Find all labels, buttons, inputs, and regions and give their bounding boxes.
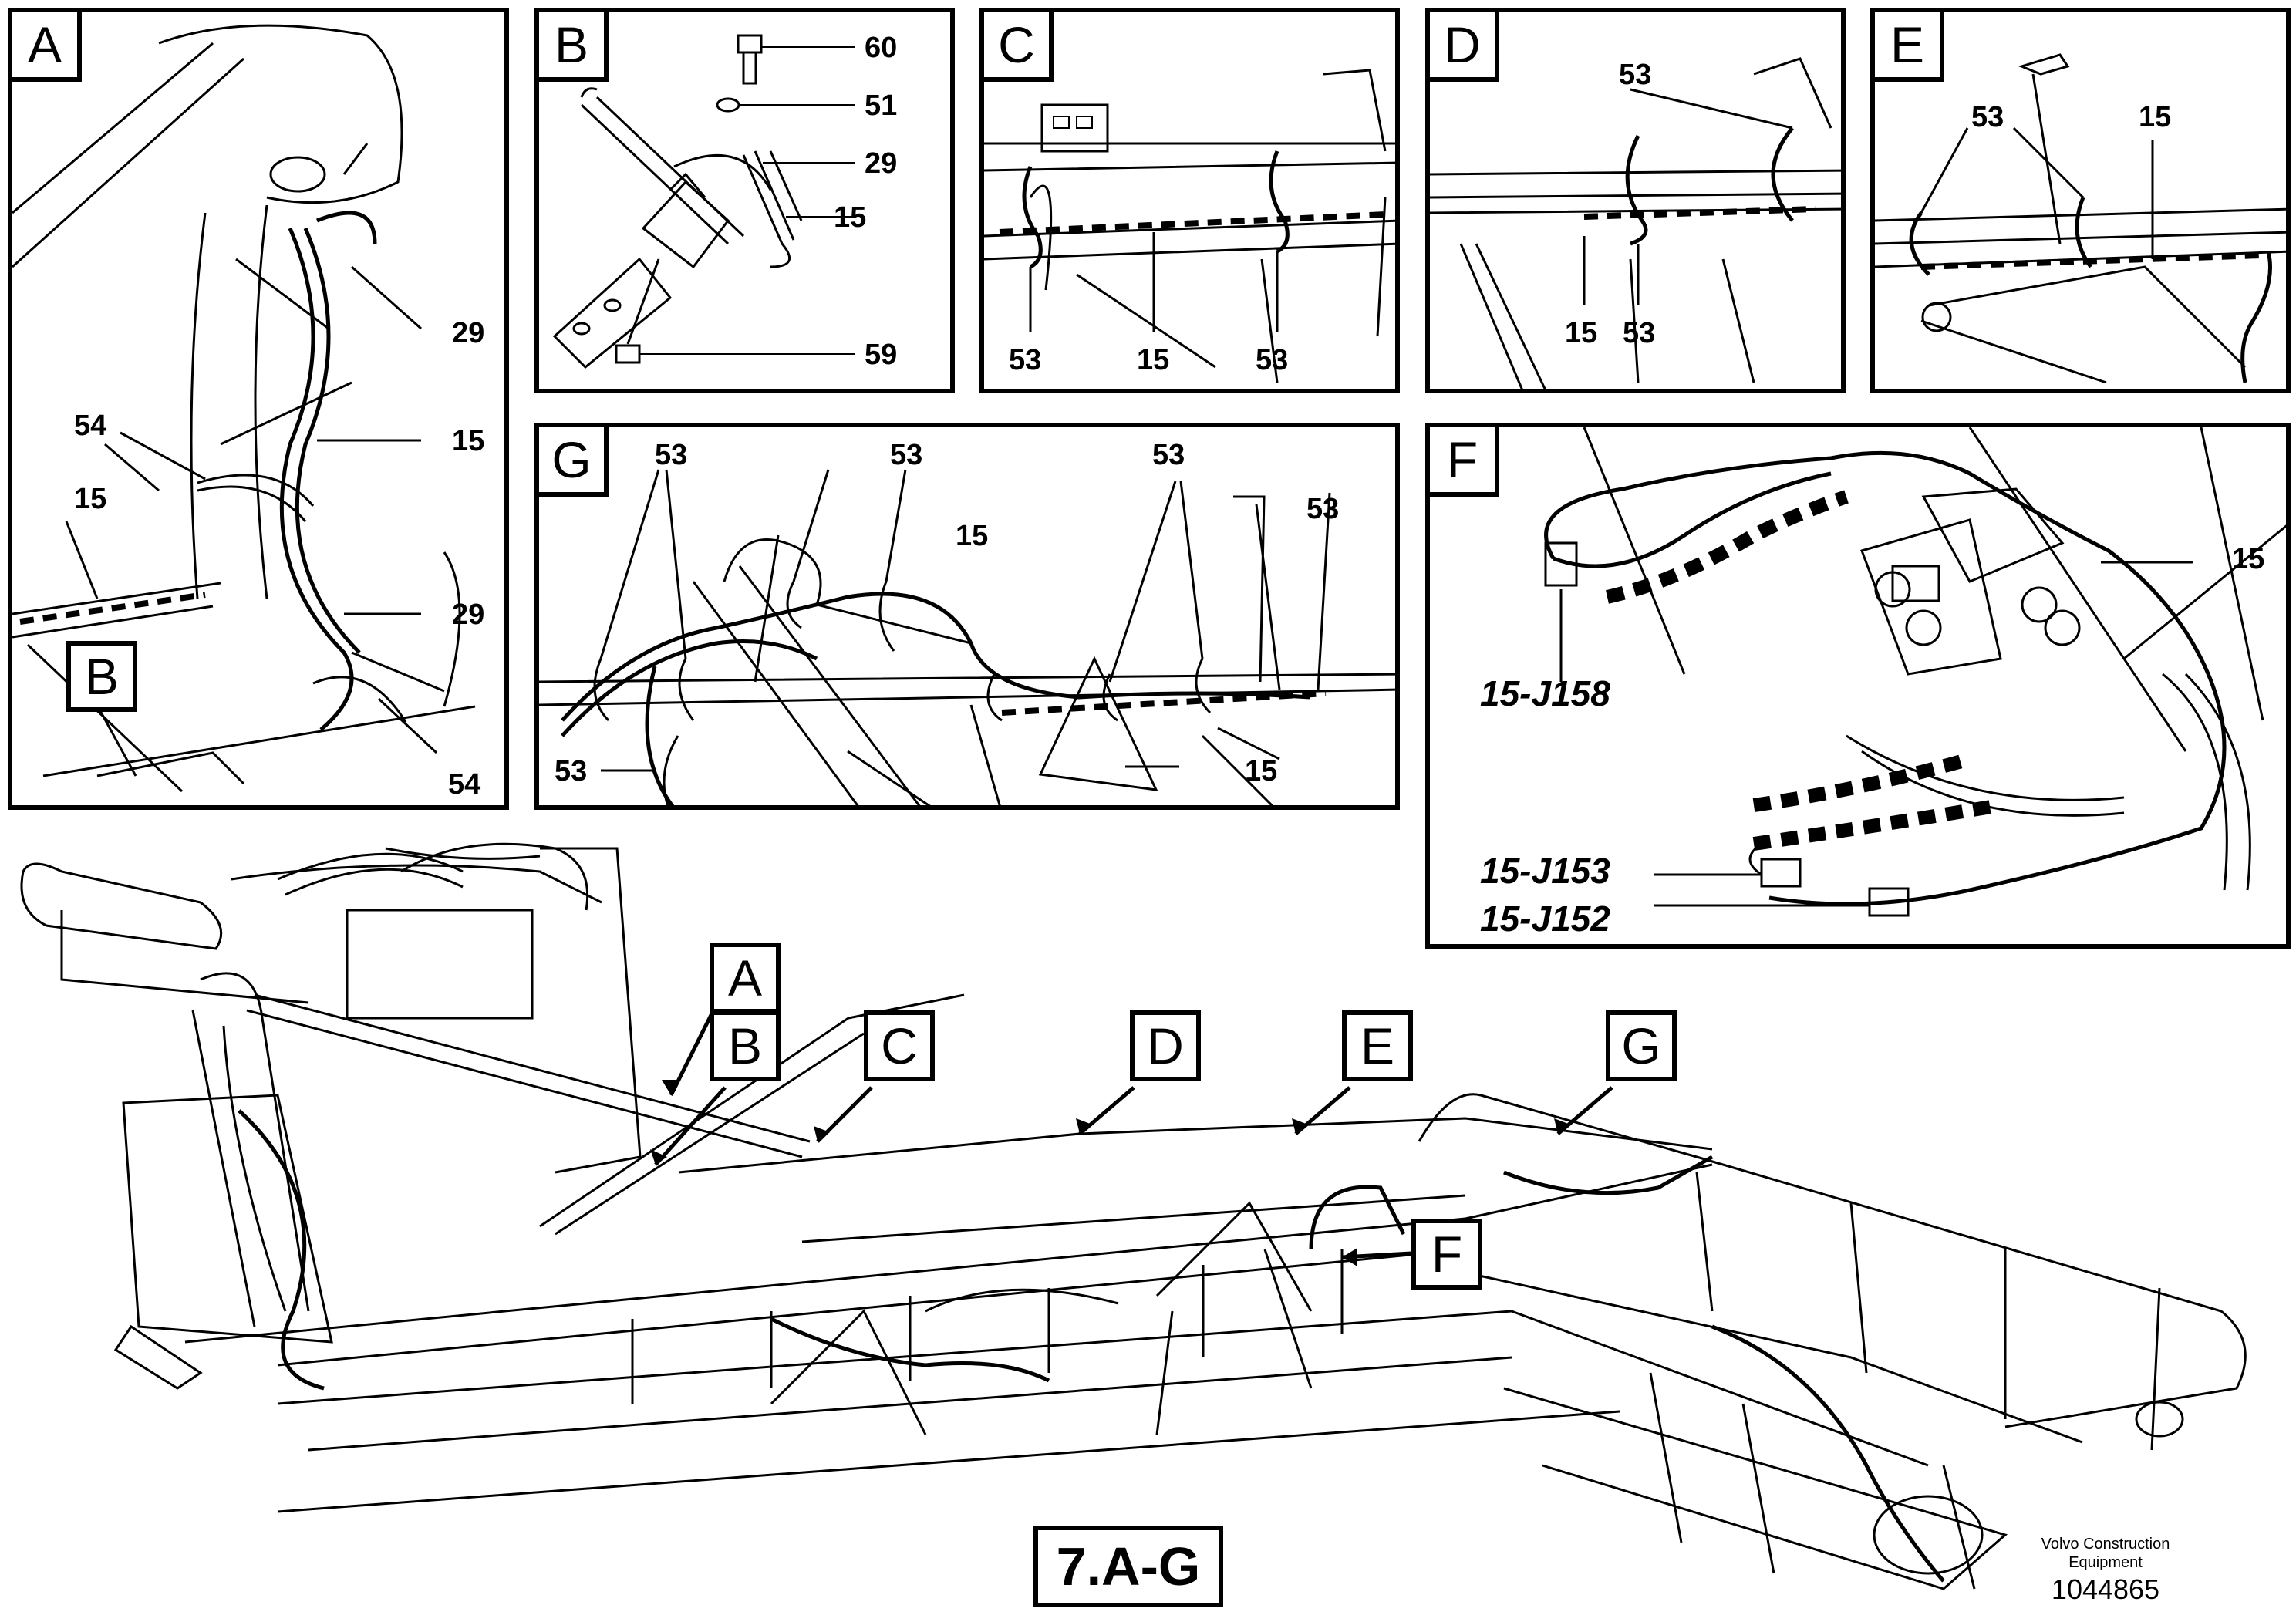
part-label-60: 60 (865, 32, 898, 64)
document-number: 1044865 (2051, 1573, 2160, 1605)
panel-tag-a: A (12, 12, 82, 82)
panel-tag-b: B (539, 12, 609, 82)
part-label-51: 51 (865, 89, 898, 122)
part-label-15: 15 (956, 520, 989, 552)
part-label-53: 53 (1009, 344, 1042, 376)
detail-panel-g: G 53 53 15 53 53 53 15 (534, 423, 1400, 810)
part-label-15: 15 (74, 483, 107, 515)
panel-c-drawing (984, 69, 1395, 383)
panel-tag-g: G (539, 427, 609, 497)
connector-label-j152: 15-J152 (1480, 899, 1610, 939)
panel-e-drawing (1875, 53, 2286, 384)
part-label-53: 53 (1152, 439, 1185, 471)
part-label-15: 15 (452, 425, 485, 457)
panel-tag-c: C (984, 12, 1054, 82)
part-label-59: 59 (865, 339, 898, 371)
detail-panel-a: A 29 15 54 15 29 54 B (8, 8, 509, 810)
part-label-29: 29 (865, 147, 898, 180)
main-callout-e: E (1342, 1010, 1413, 1081)
panel-tag-e: E (1875, 12, 1944, 82)
part-label-15: 15 (1245, 755, 1278, 787)
main-callout-a: A (710, 943, 781, 1013)
manufacturer-text: Volvo Construction Equipment (2028, 1535, 2183, 1572)
main-callout-f: F (1411, 1219, 1482, 1290)
part-label-53: 53 (1256, 344, 1289, 376)
main-callout-c: C (864, 1010, 935, 1081)
panel-d-drawing (1430, 57, 1841, 389)
manufacturer-line-1: Volvo Construction (2041, 1536, 2170, 1553)
figure-id-box: 7.A-G (1033, 1526, 1223, 1607)
manufacturer-line-2: Equipment (2068, 1554, 2143, 1571)
connector-label-j158: 15-J158 (1480, 673, 1610, 713)
detail-panel-f: F 15 15-J158 15-J153 15-J152 (1425, 423, 2291, 949)
part-label-15: 15 (1137, 344, 1170, 376)
part-label-54: 54 (74, 410, 107, 442)
part-label-29: 29 (452, 317, 485, 349)
part-label-15: 15 (1565, 317, 1598, 349)
panel-f-drawing (1544, 427, 2286, 917)
connector-label-j153: 15-J153 (1480, 851, 1610, 891)
part-label-53: 53 (1623, 317, 1656, 349)
part-label-53: 53 (655, 439, 688, 471)
inset-callout-b: B (66, 641, 137, 712)
part-label-15: 15 (2139, 101, 2172, 133)
part-label-54: 54 (448, 768, 481, 801)
part-label-53: 53 (555, 755, 588, 787)
part-label-53: 53 (1619, 59, 1652, 91)
panel-tag-d: D (1430, 12, 1499, 82)
detail-panel-e: E 53 15 (1870, 8, 2291, 393)
main-callout-g: G (1606, 1010, 1677, 1081)
part-label-53: 53 (890, 439, 923, 471)
part-label-15: 15 (2232, 543, 2265, 575)
panel-b-drawing (552, 34, 855, 369)
part-label-53: 53 (1306, 493, 1340, 525)
main-callout-d: D (1130, 1010, 1201, 1081)
part-label-15: 15 (834, 201, 867, 234)
panel-tag-f: F (1430, 427, 1499, 497)
detail-panel-d: D 53 15 53 (1425, 8, 1846, 393)
main-callout-b: B (710, 1010, 781, 1081)
part-label-53: 53 (1971, 101, 2004, 133)
detail-panel-c: C 53 15 53 (979, 8, 1400, 393)
panel-g-drawing (539, 469, 1395, 805)
detail-panel-b: B 60 51 29 15 59 (534, 8, 955, 393)
part-label-29: 29 (452, 599, 485, 631)
